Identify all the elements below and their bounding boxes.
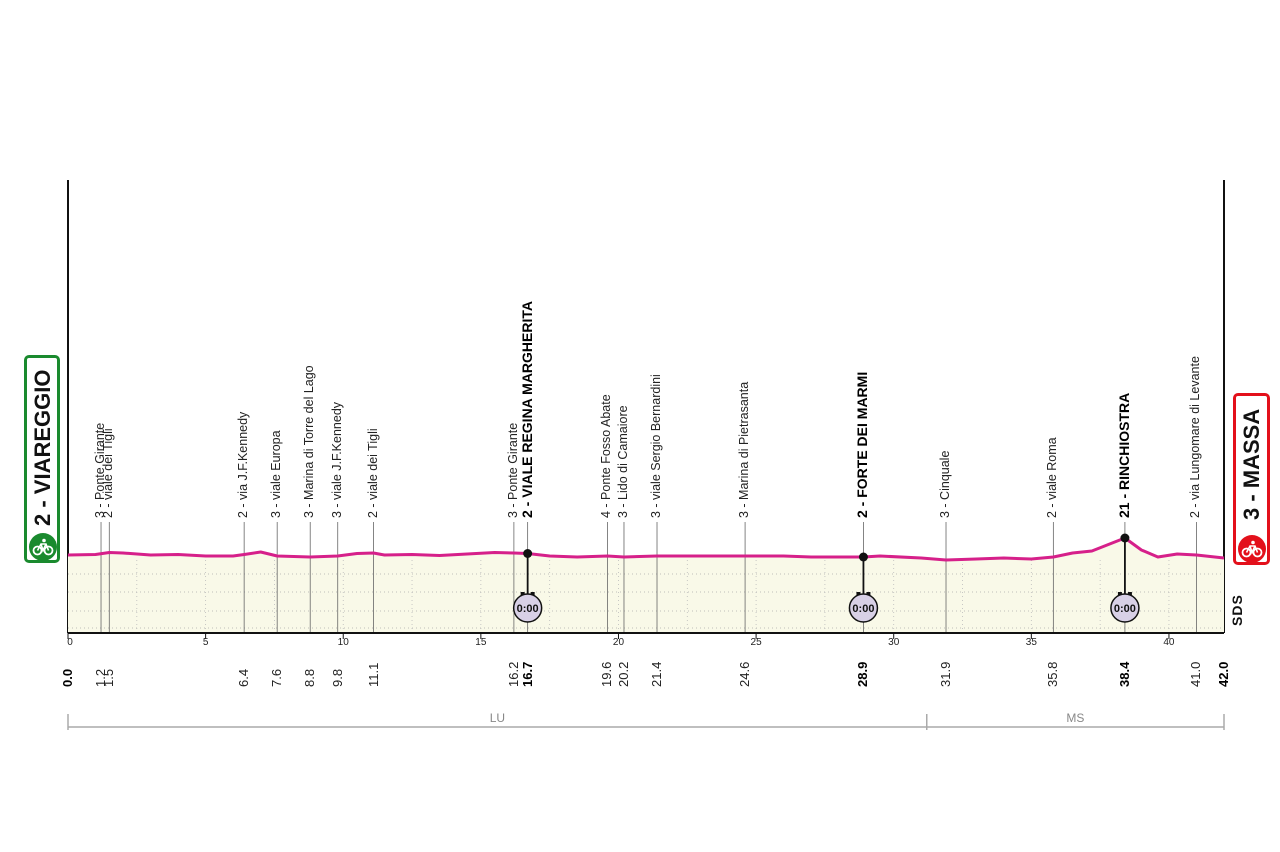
x-tick-label: 35 — [1025, 637, 1037, 648]
waypoint-km: 0.0 — [60, 668, 75, 687]
waypoint-label: 3 - Cinquale — [938, 450, 952, 518]
waypoint-km: 19.6 — [599, 661, 615, 687]
timer-label: 0:00 — [517, 603, 539, 615]
checkpoint-dot — [1120, 533, 1130, 543]
province-label: MS — [1066, 711, 1085, 725]
waypoint-label: 2 - via J.F.Kennedy — [236, 411, 251, 518]
stopwatch-button-right — [1127, 592, 1132, 596]
start-badge: 2 - VIAREGGIO — [24, 355, 60, 563]
stopwatch-icon — [1110, 593, 1140, 623]
stopwatch-button-right — [866, 592, 871, 596]
waypoint-km: 35.8 — [1045, 661, 1061, 687]
x-tick-label: 10 — [337, 637, 349, 648]
waypoint-label: 3 - Marina di Torre del Lago — [302, 365, 317, 518]
timer-label: 0:00 — [852, 603, 874, 615]
stopwatch-button-left — [520, 592, 525, 596]
waypoint-km: 38.4 — [1116, 661, 1132, 687]
profile-line — [67, 536, 1225, 562]
bicycle-icon — [29, 533, 57, 561]
waypoint-label: 2 - FORTE DEI MARMI — [854, 371, 871, 518]
waypoint-label: 3 - Lido di Camaiore — [615, 405, 630, 518]
waypoint-km: 1.5 — [101, 668, 117, 687]
waypoint-km: 42.0 — [1216, 661, 1231, 687]
timer-label: 0:00 — [1114, 603, 1136, 615]
stopwatch-icon — [848, 593, 879, 623]
waypoint-label: 3 - viale Sergio Bernardini — [649, 374, 663, 518]
waypoint-km: 7.6 — [269, 668, 285, 687]
waypoint-label: 4 - Ponte Fosso Abate — [599, 394, 614, 518]
stopwatch-icon — [512, 593, 543, 623]
waypoint-label: 2 - viale dei Tigli — [365, 428, 380, 518]
start-label: 2 - VIAREGGIO — [30, 369, 55, 526]
waypoint-label: 3 - Ponte Girante — [505, 422, 520, 518]
waypoint-km: 8.8 — [302, 668, 318, 687]
stopwatch-button-right — [530, 592, 535, 596]
waypoint-label: 3 - viale Europa — [269, 430, 284, 518]
waypoint-km: 20.2 — [615, 661, 631, 687]
waypoint-km: 16.2 — [505, 661, 521, 687]
checkpoint-dot — [523, 549, 533, 558]
waypoint-label: 21 - RINCHIOSTRA — [1115, 392, 1132, 518]
stopwatch-button-left — [1117, 592, 1122, 596]
x-tick-label: 20 — [612, 637, 625, 648]
x-tick-label: 5 — [202, 637, 209, 648]
waypoint-km: 9.8 — [329, 668, 345, 687]
x-tick-label: 15 — [475, 637, 487, 648]
waypoint-km: 28.9 — [855, 661, 871, 687]
waypoint-label: 3 - Marina di Pietrasanta — [737, 381, 752, 518]
waypoint-km: 24.6 — [737, 661, 753, 687]
waypoint-label: 2 - VIALE REGINA MARGHERITA — [518, 300, 535, 518]
province-label: LU — [489, 711, 506, 725]
x-tick-label: 25 — [750, 637, 762, 648]
waypoint-km: 11.1 — [365, 662, 381, 687]
finish-label: 3 - MASSA — [1239, 408, 1264, 520]
checkpoint-dot — [858, 552, 868, 562]
waypoint-km: 6.4 — [236, 668, 252, 687]
waypoint-km: 41.0 — [1188, 661, 1204, 687]
x-tick-label: 0 — [67, 637, 73, 648]
waypoint-label: 2 - via Lungomare di Levante — [1188, 356, 1203, 518]
stopwatch-button-left — [856, 592, 861, 596]
sds-logo: SDS — [1229, 594, 1245, 626]
x-tick-label: 30 — [888, 637, 900, 648]
waypoint-km: 31.9 — [938, 661, 953, 687]
waypoint-label: 2 - viale Roma — [1045, 437, 1060, 518]
finish-badge: 3 - MASSA — [1233, 393, 1270, 565]
profile-fill — [68, 538, 1224, 633]
waypoint-label: 2 - viale dei Tigli — [101, 428, 116, 518]
waypoint-label: 3 - viale J.F.Kennedy — [329, 401, 344, 518]
x-tick-label: 40 — [1163, 637, 1175, 648]
waypoint-km: 21.4 — [649, 661, 664, 687]
waypoint-km: 16.7 — [519, 661, 535, 687]
bicycle-icon — [1238, 535, 1266, 563]
